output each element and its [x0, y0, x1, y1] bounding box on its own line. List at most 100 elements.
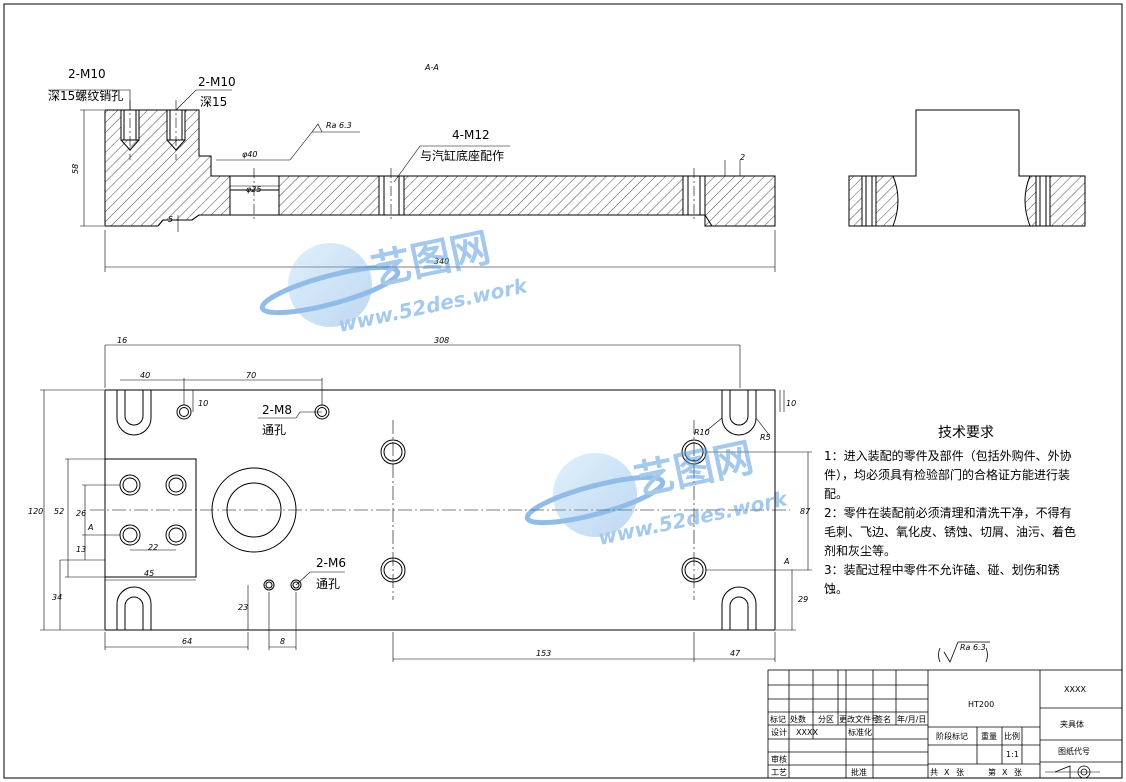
- tb-sheet-b: 张: [1014, 768, 1022, 777]
- dim-22: 22: [148, 543, 158, 552]
- m12-hole-a: [380, 439, 406, 465]
- tb-material: HT200: [968, 700, 994, 709]
- tb-h-sign: 签名: [875, 714, 891, 724]
- tb-review: 审核: [771, 754, 787, 764]
- section-hatch-mid-a: [278, 175, 380, 216]
- callout-m8-b: 通孔: [262, 423, 286, 437]
- dim-52: 52: [54, 507, 64, 516]
- dim-40: 40: [140, 371, 150, 380]
- m6-hole-1: [263, 579, 275, 591]
- bolt-hole-2: [165, 474, 187, 496]
- dim-29: 29: [798, 595, 808, 604]
- bore-large-outer: [211, 467, 297, 553]
- dim-23: 23: [238, 603, 248, 612]
- dim-5: 5: [168, 215, 173, 224]
- callout-m10-right-b: 深15: [200, 95, 227, 109]
- tb-h-change: 更改文件号: [839, 714, 879, 724]
- tech-req-line-6: 剂和灰尘等。: [824, 543, 896, 558]
- dim-45: 45: [144, 569, 154, 578]
- m12-hole-1: [378, 175, 405, 216]
- tb-scale: 1:1: [1006, 750, 1019, 759]
- sheet-border: [3, 3, 1123, 779]
- tb-stage: 阶段标记: [936, 731, 968, 741]
- tb-sheet-a: 第: [988, 767, 996, 777]
- dim-120: 120: [28, 507, 43, 516]
- surface-finish-general: Ra 6.3: [960, 643, 986, 652]
- tech-req-title: 技术要求: [938, 425, 994, 441]
- watermark-1: 艺图网 www.52des.work: [259, 225, 531, 337]
- callout-m8-a: 2-M8: [262, 403, 292, 417]
- dim-2: 2: [740, 153, 745, 162]
- tb-designer: XXXX: [796, 728, 818, 737]
- section-view-a-a: [48, 89, 776, 272]
- dim-8: 8: [280, 637, 285, 646]
- tb-process: 工艺: [771, 768, 787, 777]
- dim-87: 87: [800, 507, 811, 516]
- dim-10-right: 10: [786, 399, 796, 408]
- dim-phi40: φ40: [242, 150, 257, 159]
- plan-view: [40, 344, 812, 662]
- bore-large-inner: [226, 482, 282, 538]
- dim-r10: R10: [694, 428, 710, 437]
- tb-total-b: 张: [956, 768, 964, 777]
- dim-34: 34: [52, 593, 62, 602]
- section-hatch-mid-b: [403, 175, 684, 216]
- dim-10-left: 10: [198, 399, 208, 408]
- tb-design: 设计: [771, 727, 787, 737]
- section-label: A-A: [424, 63, 439, 72]
- dim-70: 70: [246, 371, 256, 380]
- u-slot-top-right: [721, 390, 757, 436]
- dim-13: 13: [76, 545, 86, 554]
- tb-total-a: 共: [930, 768, 938, 777]
- tb-approve: 批准: [851, 767, 867, 777]
- tech-req-line-5: 毛刺、飞边、氧化皮、锈蚀、切屑、油污、着色: [824, 524, 1076, 539]
- callout-m10-right-a: 2-M10: [198, 75, 236, 89]
- callout-m6-b: 通孔: [316, 577, 340, 591]
- section-outline: [104, 109, 776, 227]
- tb-company: XXXX: [1064, 685, 1086, 694]
- dim-r5: R5: [760, 433, 771, 442]
- tb-scale-label: 比例: [1004, 731, 1020, 741]
- tb-h-date: 年/月/日: [897, 714, 926, 724]
- dim-64: 64: [182, 637, 192, 646]
- dim-phi25: φ25: [246, 185, 261, 194]
- tb-std: 标准化: [848, 727, 872, 737]
- callout-m12-a: 4-M12: [452, 128, 490, 142]
- a-mark-right: A: [783, 557, 789, 566]
- side-view-outline: [848, 109, 1086, 227]
- u-slot-bottom-right: [721, 586, 757, 630]
- dim-58: 58: [71, 164, 80, 174]
- bolt-hole-4: [165, 524, 187, 546]
- callout-m10-left-b: 深15螺纹销孔: [48, 89, 123, 103]
- m12-hole-b: [380, 557, 406, 583]
- section-hatch-right: [704, 175, 776, 227]
- dim-16: 16: [117, 336, 127, 345]
- watermark-globe-icon: [288, 243, 372, 327]
- tb-part-name: 夹具体: [1060, 719, 1084, 729]
- dim-153: 153: [536, 649, 551, 658]
- tech-req-line-7: 3：装配过程中零件不允许磕、碰、划伤和锈: [824, 562, 1060, 577]
- u-slot-bottom-left: [116, 586, 152, 630]
- tech-req-line-1: 1：进入装配的零件及部件（包括外购件、外协: [824, 448, 1072, 463]
- tb-total-x: X: [944, 768, 950, 777]
- watermark-2: 艺图网 www.52des.work: [524, 435, 791, 550]
- tb-sheet-x: X: [1002, 768, 1008, 777]
- tech-req-line-2: 件），均必须具有检验部门的合格证方能进行装: [824, 467, 1070, 482]
- tech-req-line-3: 配。: [824, 487, 848, 501]
- callout-m12-b: 与汽缸底座配作: [420, 148, 504, 163]
- side-view: [848, 109, 1086, 227]
- tb-h-zone: 分区: [818, 715, 834, 724]
- m6-hole-2: [290, 579, 302, 591]
- title-block: [767, 669, 1123, 779]
- a-mark-left: A: [87, 523, 93, 532]
- surface-finish-section: Ra 6.3: [326, 121, 352, 130]
- tech-req-line-8: 蚀。: [824, 582, 848, 596]
- dim-308: 308: [434, 336, 449, 345]
- tb-weight: 重量: [981, 731, 997, 741]
- dim-340: 340: [434, 257, 449, 266]
- callout-m10-left-a: 2-M10: [68, 67, 106, 81]
- dim-47: 47: [730, 649, 741, 658]
- side-hatch-right: [1024, 175, 1086, 227]
- dim-26: 26: [76, 509, 86, 518]
